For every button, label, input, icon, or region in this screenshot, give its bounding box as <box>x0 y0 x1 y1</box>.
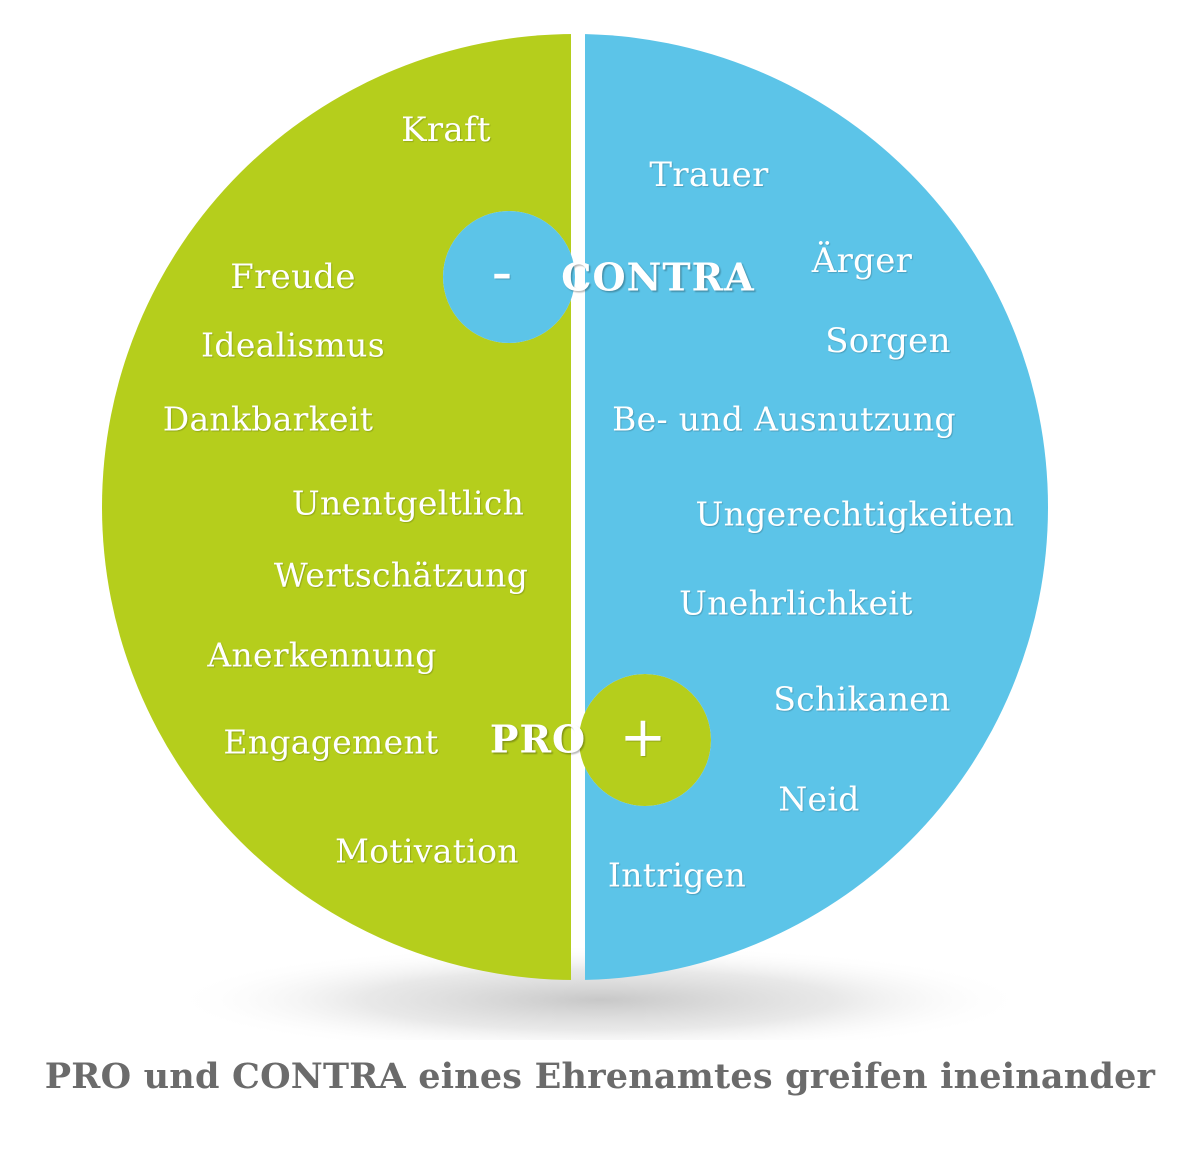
figure-caption: PRO und CONTRA eines Ehrenamtes greifen … <box>44 1056 1156 1097</box>
drop-shadow-ellipse <box>170 945 1030 1040</box>
contra-half-shape[interactable] <box>0 0 1200 1040</box>
pro-contra-puzzle-diagram <box>0 0 1200 1040</box>
